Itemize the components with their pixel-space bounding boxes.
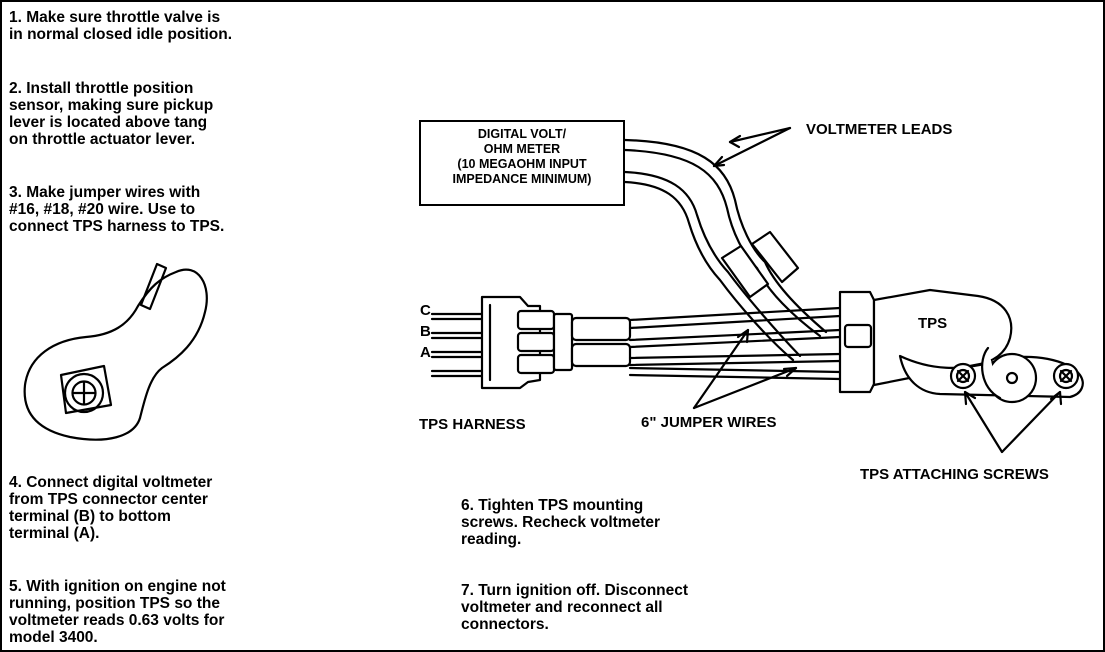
step-5: 5. With ignition on engine not running, … bbox=[9, 578, 226, 646]
voltmeter-leads bbox=[623, 126, 828, 362]
jumper-wires-label: 6" JUMPER WIRES bbox=[641, 414, 777, 431]
digital-volt-ohm-meter-box: DIGITAL VOLT/ OHM METER (10 MEGAOHM INPU… bbox=[419, 120, 625, 206]
terminal-a-label: A bbox=[420, 344, 431, 361]
step-2: 2. Install throttle position sensor, mak… bbox=[9, 80, 214, 148]
terminal-c-label: C bbox=[420, 302, 431, 319]
step-1: 1. Make sure throttle valve is in normal… bbox=[9, 9, 233, 43]
tps-attaching-screws-label: TPS ATTACHING SCREWS bbox=[860, 466, 1049, 483]
tps-label: TPS bbox=[918, 315, 948, 332]
step-4: 4. Connect digital voltmeter from TPS co… bbox=[9, 474, 213, 542]
tps-sensor bbox=[838, 288, 1084, 404]
voltmeter-leads-label: VOLTMETER LEADS bbox=[806, 121, 953, 138]
tps-harness-connector bbox=[480, 295, 632, 390]
step-3: 3. Make jumper wires with #16, #18, #20 … bbox=[9, 184, 225, 235]
terminal-b-label: B bbox=[420, 323, 431, 340]
tps-harness-label: TPS HARNESS bbox=[419, 416, 526, 433]
step-6: 6. Tighten TPS mounting screws. Recheck … bbox=[461, 497, 661, 548]
jumper-wires bbox=[628, 306, 842, 410]
throttle-lever-illustration bbox=[23, 262, 208, 441]
step-7: 7. Turn ignition off. Disconnect voltmet… bbox=[461, 582, 689, 633]
harness-wires bbox=[430, 312, 484, 378]
screw-arrows bbox=[963, 390, 1063, 454]
